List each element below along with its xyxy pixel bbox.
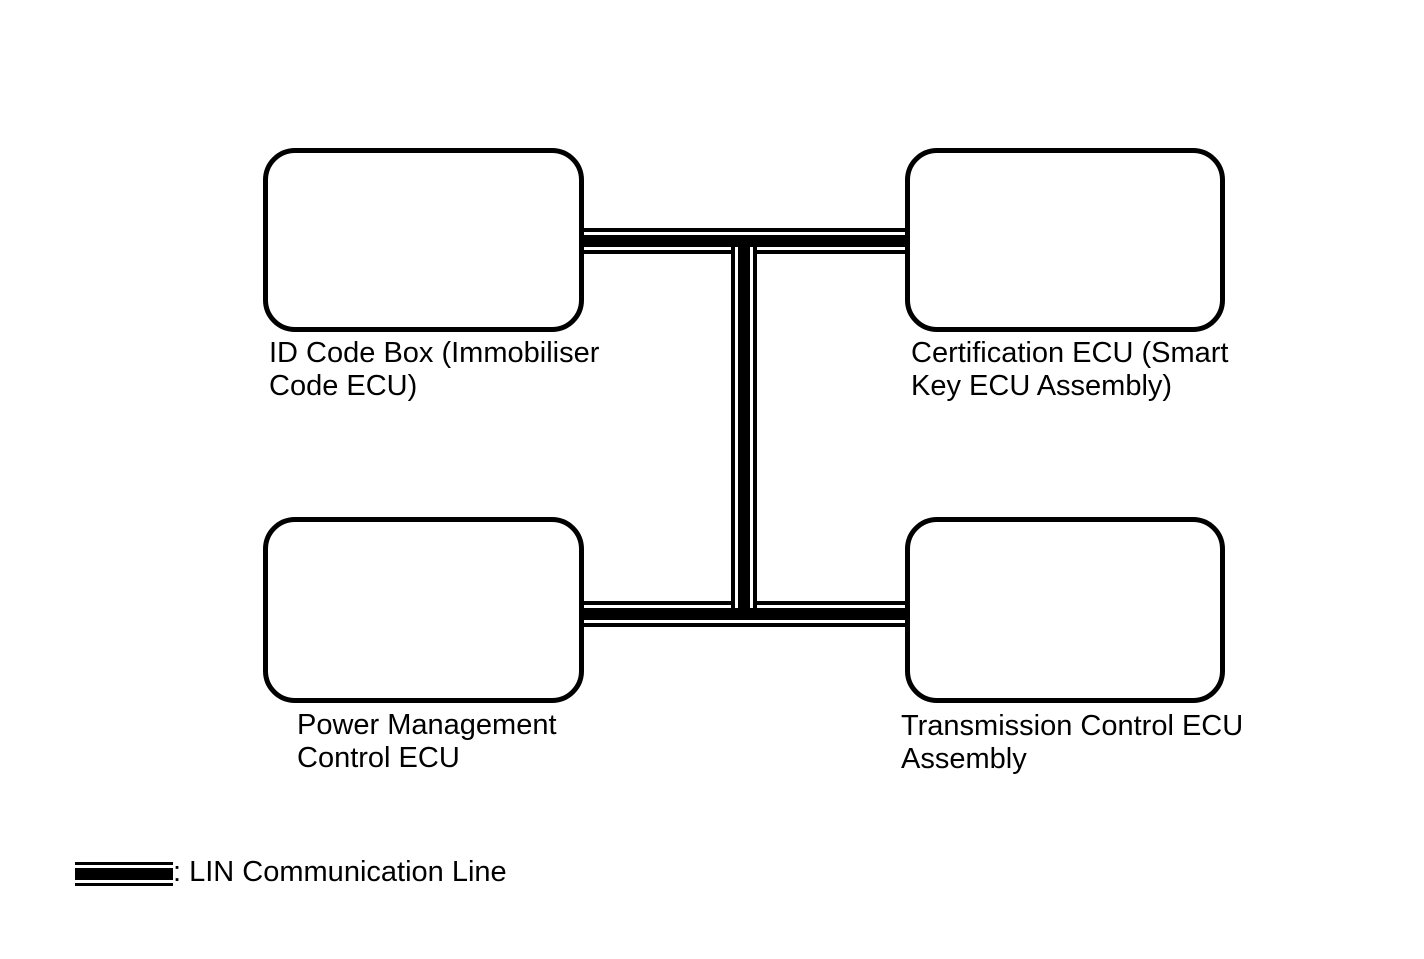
node-label-line: Control ECU xyxy=(297,742,460,774)
legend: : LIN Communication Line xyxy=(75,856,507,889)
lin-line-sample-icon xyxy=(75,862,173,886)
node-label-line: ID Code Box (Immobiliser xyxy=(269,337,600,369)
node-box-power-management-ecu xyxy=(263,517,584,703)
node-label-line: Code ECU) xyxy=(269,370,418,402)
node-label-line: Key ECU Assembly) xyxy=(911,370,1173,402)
node-box-transmission-control-ecu xyxy=(905,517,1225,703)
node-label-line: Power Management xyxy=(297,709,557,741)
node-label-id-code-box: ID Code Box (Immobiliser Code ECU) xyxy=(269,337,599,403)
lin-line-vertical-bus xyxy=(731,247,757,608)
node-label-line: Assembly xyxy=(901,743,1027,775)
node-box-certification-ecu xyxy=(905,148,1225,332)
node-label-line: Certification ECU (Smart xyxy=(911,337,1229,369)
node-label-line: Transmission Control ECU xyxy=(901,710,1244,742)
node-label-transmission-control-ecu: Transmission Control ECU Assembly xyxy=(901,710,1243,776)
legend-label: : LIN Communication Line xyxy=(173,856,507,888)
node-box-id-code-box xyxy=(263,148,584,332)
node-label-certification-ecu: Certification ECU (Smart Key ECU Assembl… xyxy=(911,337,1228,403)
node-label-power-management-ecu: Power Management Control ECU xyxy=(297,709,557,775)
